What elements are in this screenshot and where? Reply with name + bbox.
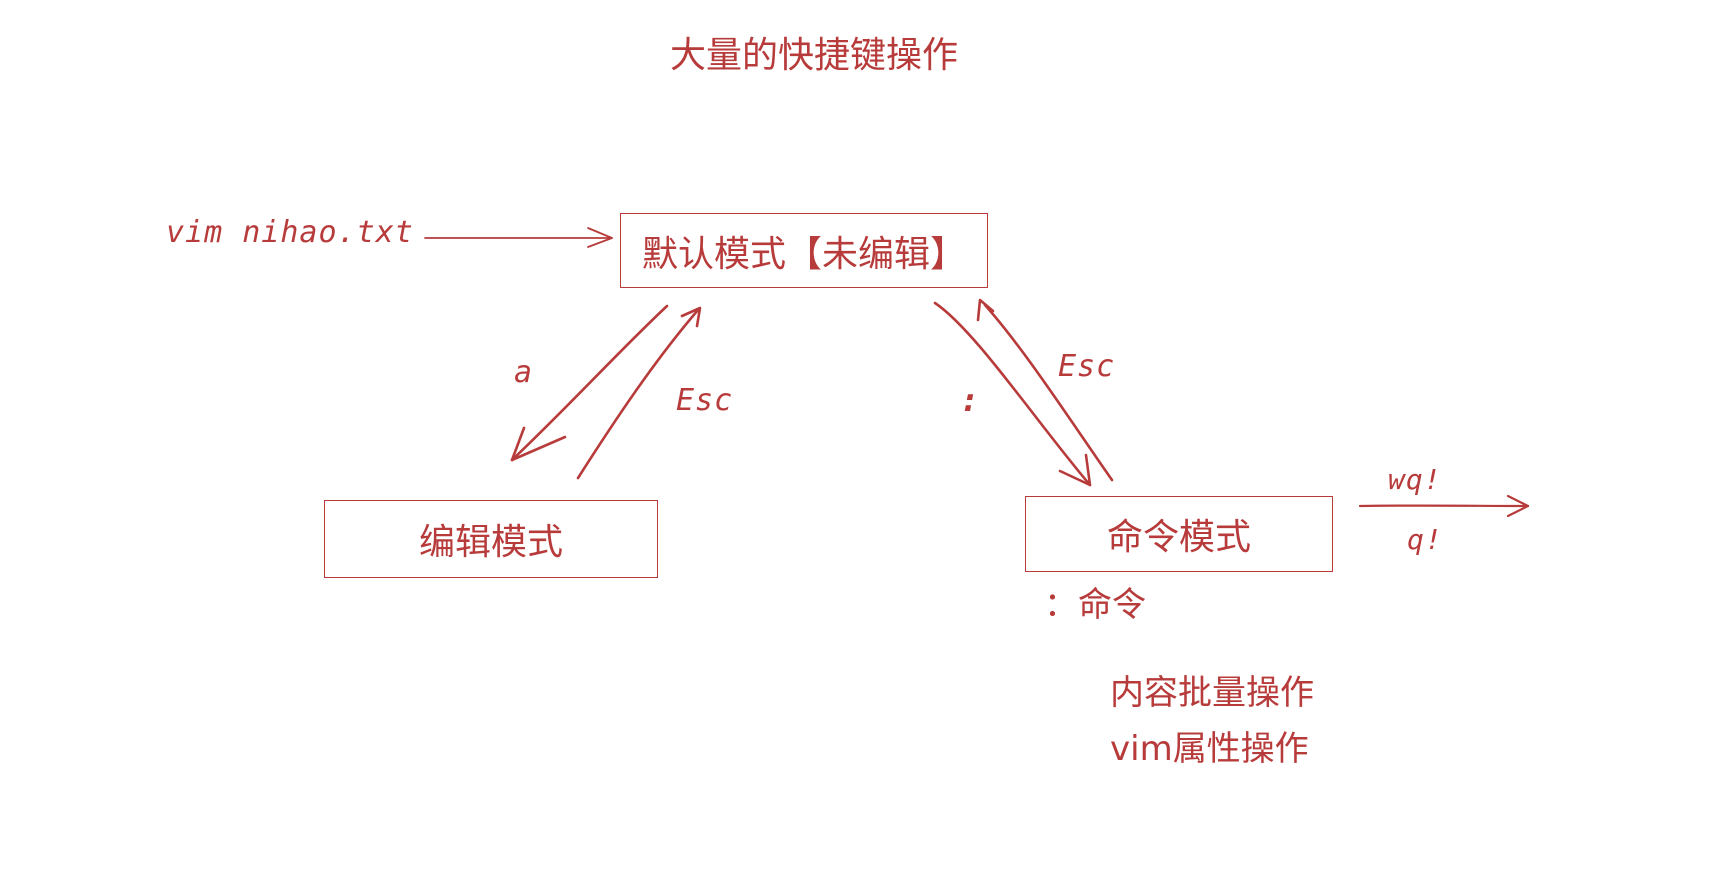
command-feature-1: 内容批量操作	[1110, 673, 1314, 713]
arrowhead-default-to-command	[1058, 453, 1092, 487]
label-exit-save: wq!	[1388, 463, 1442, 496]
node-command-mode: 命令模式	[1025, 496, 1333, 572]
start-arrowhead	[587, 227, 613, 248]
label-default-to-command: :	[960, 381, 981, 419]
exit-arrowhead	[1506, 494, 1530, 518]
label-default-to-edit: a	[514, 355, 534, 390]
arrow-default-to-edit	[510, 304, 669, 462]
command-note: ：命令	[1044, 585, 1146, 625]
label-exit-nosave: q!	[1407, 523, 1443, 556]
arrow-edit-to-default	[576, 308, 700, 480]
page-title: 大量的快捷键操作	[670, 35, 959, 76]
label-command-to-default: Esc	[1058, 349, 1116, 384]
arrow-command-to-default	[983, 303, 1114, 482]
arrowhead-edit-to-default	[680, 306, 702, 328]
arrowhead-default-to-edit	[510, 426, 567, 462]
label-edit-to-default: Esc	[676, 383, 734, 418]
node-edit-mode: 编辑模式	[324, 500, 658, 578]
command-feature-2: vim属性操作	[1110, 729, 1309, 769]
start-command: vim nihao.txt	[166, 215, 414, 250]
node-default-mode: 默认模式【未编辑】	[620, 213, 988, 288]
arrow-default-to-command	[933, 301, 1092, 487]
arrowhead-command-to-default	[976, 298, 995, 322]
